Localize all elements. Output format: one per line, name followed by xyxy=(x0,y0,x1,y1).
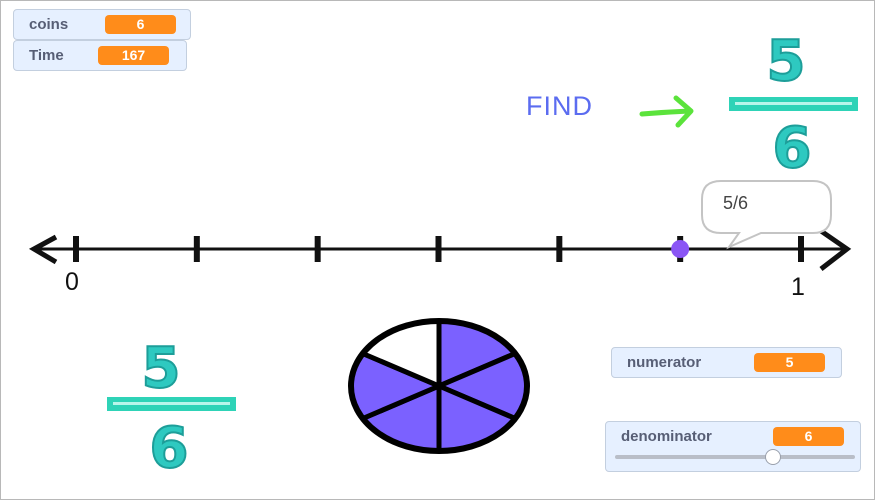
number-line-right-arrow-icon xyxy=(819,228,852,271)
denominator-value: 6 xyxy=(773,427,844,446)
denominator-slider-thumb[interactable] xyxy=(765,449,782,465)
numerator-value: 5 xyxy=(754,353,825,372)
denominator-monitor: denominator 6 xyxy=(605,421,861,472)
time-monitor: Time 167 xyxy=(13,40,187,71)
number-line-start-label: 0 xyxy=(65,268,79,296)
pie-outline xyxy=(348,318,530,454)
speech-bubble-text: 5/6 xyxy=(723,193,749,213)
find-arrow-icon xyxy=(639,95,694,128)
find-label: FIND xyxy=(526,91,593,121)
target-denominator: 6 xyxy=(773,116,812,181)
fraction-numerator: 5 xyxy=(142,336,181,401)
target-fraction: 5 6 xyxy=(729,28,858,182)
fraction-denominator: 6 xyxy=(150,416,189,481)
time-value: 167 xyxy=(98,46,169,65)
fraction-pie xyxy=(348,318,530,454)
target-numerator: 5 xyxy=(767,29,806,94)
denominator-slider-track[interactable] xyxy=(615,455,855,459)
number-line-left-arrow-icon xyxy=(28,234,58,265)
fraction-display: 5 6 xyxy=(107,335,236,482)
denominator-label: denominator xyxy=(621,428,712,445)
time-label: Time xyxy=(29,47,64,64)
number-line-point[interactable] xyxy=(671,240,690,258)
coins-monitor: coins 6 xyxy=(13,9,191,40)
coins-value: 6 xyxy=(105,15,176,34)
numerator-monitor: numerator 5 xyxy=(611,347,842,378)
coins-label: coins xyxy=(29,16,69,33)
number-line-end-label: 1 xyxy=(791,273,805,301)
numerator-label: numerator xyxy=(627,354,702,371)
number-line xyxy=(28,228,852,271)
speech-bubble xyxy=(701,180,832,250)
